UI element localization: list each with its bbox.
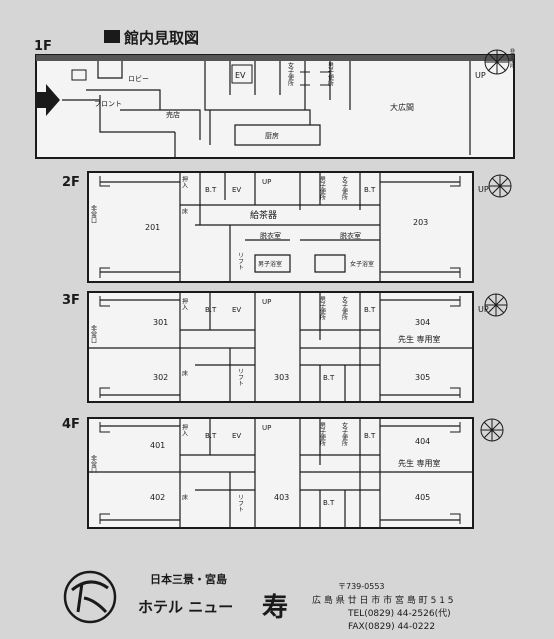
up-label-2f: UP: [262, 178, 271, 186]
bt-label-3f-center: B.T: [323, 374, 335, 382]
bt-label-2f: B.T: [205, 186, 217, 194]
mens-wc-label-1f: 男子便所: [327, 62, 334, 87]
fax: FAX(0829) 44-0222: [348, 622, 435, 632]
womens-wc-label-1f: 女子便所: [287, 61, 294, 87]
postal-code: 〒739-0553: [338, 582, 385, 591]
room-403-label: 403: [274, 493, 289, 502]
hall-label: 大広間: [390, 102, 414, 112]
hotel-logo-icon: [63, 570, 117, 624]
bt-label-4f-center: B.T: [323, 499, 335, 507]
ev-label-2f: EV: [232, 186, 241, 194]
room-401-label: 401: [150, 441, 165, 450]
lift-label-2f: リフト: [237, 252, 244, 270]
room-203-label: 203: [413, 218, 428, 227]
oshiire-label-4f: 押入: [181, 423, 188, 436]
ev-label-3f: EV: [232, 306, 241, 314]
dressing-room-1-2f: 脱衣室: [260, 231, 281, 240]
mens-bath-label-2f: 男子浴室: [258, 260, 282, 268]
hotel-footer: 日本三景・宮島 ホテル ニュー 寿 〒739-0553 広 島 県 廿 日 市 …: [63, 570, 454, 632]
kitchen-label: 厨房: [265, 131, 279, 140]
floor-plan-2f: 201 203 B.T EV UP B.T 男子便所 女子便所 押入 床 リフト…: [87, 171, 512, 283]
lobby-label: ロビー: [128, 74, 149, 83]
up-label-1f: UP: [475, 71, 486, 80]
hotel-name: ホテル ニュー: [138, 598, 233, 616]
oshiire-label-3f: 押入: [181, 297, 188, 310]
room-405-label: 405: [415, 493, 430, 502]
up-label-3f: UP: [262, 298, 271, 306]
emergency-exit-label-4f: 非常口: [90, 454, 97, 474]
room-305-label: 305: [415, 373, 430, 382]
mens-wc-label-4f: 男子便所: [319, 422, 326, 447]
room-302-label: 302: [153, 373, 168, 382]
room-301-label: 301: [153, 318, 168, 327]
tagline: 日本三景・宮島: [150, 572, 227, 586]
dressing-room-2-2f: 脱衣室: [340, 231, 361, 240]
mens-wc-label-3f: 男子便所: [319, 296, 326, 321]
bt-label-4f: B.T: [205, 432, 217, 440]
up-label-3f-spiral: UP: [478, 305, 489, 314]
bt-label-2f-east: B.T: [364, 186, 376, 194]
telephone: TEL(0829) 44-2526(代): [347, 608, 451, 619]
floor-plan-1f: ロビー フロント 売店 厨房 大広間 EV 女子便所 男子便所 UP 非常階段: [35, 47, 515, 159]
up-label-2f-spiral: UP: [478, 185, 489, 194]
toko-label-2f: 床: [181, 207, 188, 215]
floor-plan-4f: 401 402 403 404 405 B.T EV UP B.T B.T 男子…: [87, 417, 504, 529]
floor-label-4f: 4F: [62, 417, 80, 432]
lift-label-3f: リフト: [237, 368, 244, 386]
room-402-label: 402: [150, 493, 165, 502]
pantry-label-2f: 給茶器: [250, 209, 277, 221]
ev-label-4f: EV: [232, 432, 241, 440]
room-304-label: 304: [415, 318, 430, 327]
up-label-4f: UP: [262, 424, 271, 432]
bt-label-3f-east: B.T: [364, 306, 376, 314]
floor-label-3f: 3F: [62, 293, 80, 308]
teacher-room-label-3f: 先生 専用室: [398, 334, 441, 344]
front-label: フロント: [94, 100, 122, 108]
toko-label-3f: 床: [181, 369, 188, 377]
address: 広 島 県 廿 日 市 市 宮 島 町 5 1 5: [312, 594, 454, 606]
bt-label-3f: B.T: [205, 306, 217, 314]
ev-label-1f: EV: [235, 71, 246, 80]
title-square-icon: [104, 30, 120, 43]
emergency-exit-label-2f: 非常口: [90, 204, 97, 224]
womens-bath-label-2f: 女子浴室: [350, 260, 374, 268]
hotel-name-kanji: 寿: [262, 593, 288, 623]
floor-label-1f: 1F: [34, 39, 52, 54]
womens-wc-label-4f: 女子便所: [341, 421, 348, 447]
oshiire-label-2f: 押入: [181, 175, 188, 188]
page-title: 館内見取図: [123, 29, 199, 47]
room-303-label: 303: [274, 373, 289, 382]
teacher-room-label-4f: 先生 専用室: [398, 458, 441, 468]
emergency-exit-label-3f: 非常口: [90, 324, 97, 344]
room-404-label: 404: [415, 437, 430, 446]
lift-label-4f: リフト: [237, 494, 244, 512]
bt-label-4f-east: B.T: [364, 432, 376, 440]
room-201-label: 201: [145, 223, 160, 232]
emergency-stairs-label: 非常階段: [509, 47, 515, 69]
womens-wc-label-2f: 女子便所: [341, 175, 348, 201]
toko-label-4f: 床: [181, 493, 188, 501]
womens-wc-label-3f: 女子便所: [341, 295, 348, 321]
mens-wc-label-2f: 男子便所: [319, 176, 326, 201]
floor-label-2f: 2F: [62, 175, 80, 190]
floor-plan-3f: 301 302 303 304 305 B.T EV UP B.T B.T 男子…: [87, 291, 508, 403]
shop-label: 売店: [166, 110, 180, 119]
entrance-arrow-icon: [36, 84, 60, 116]
